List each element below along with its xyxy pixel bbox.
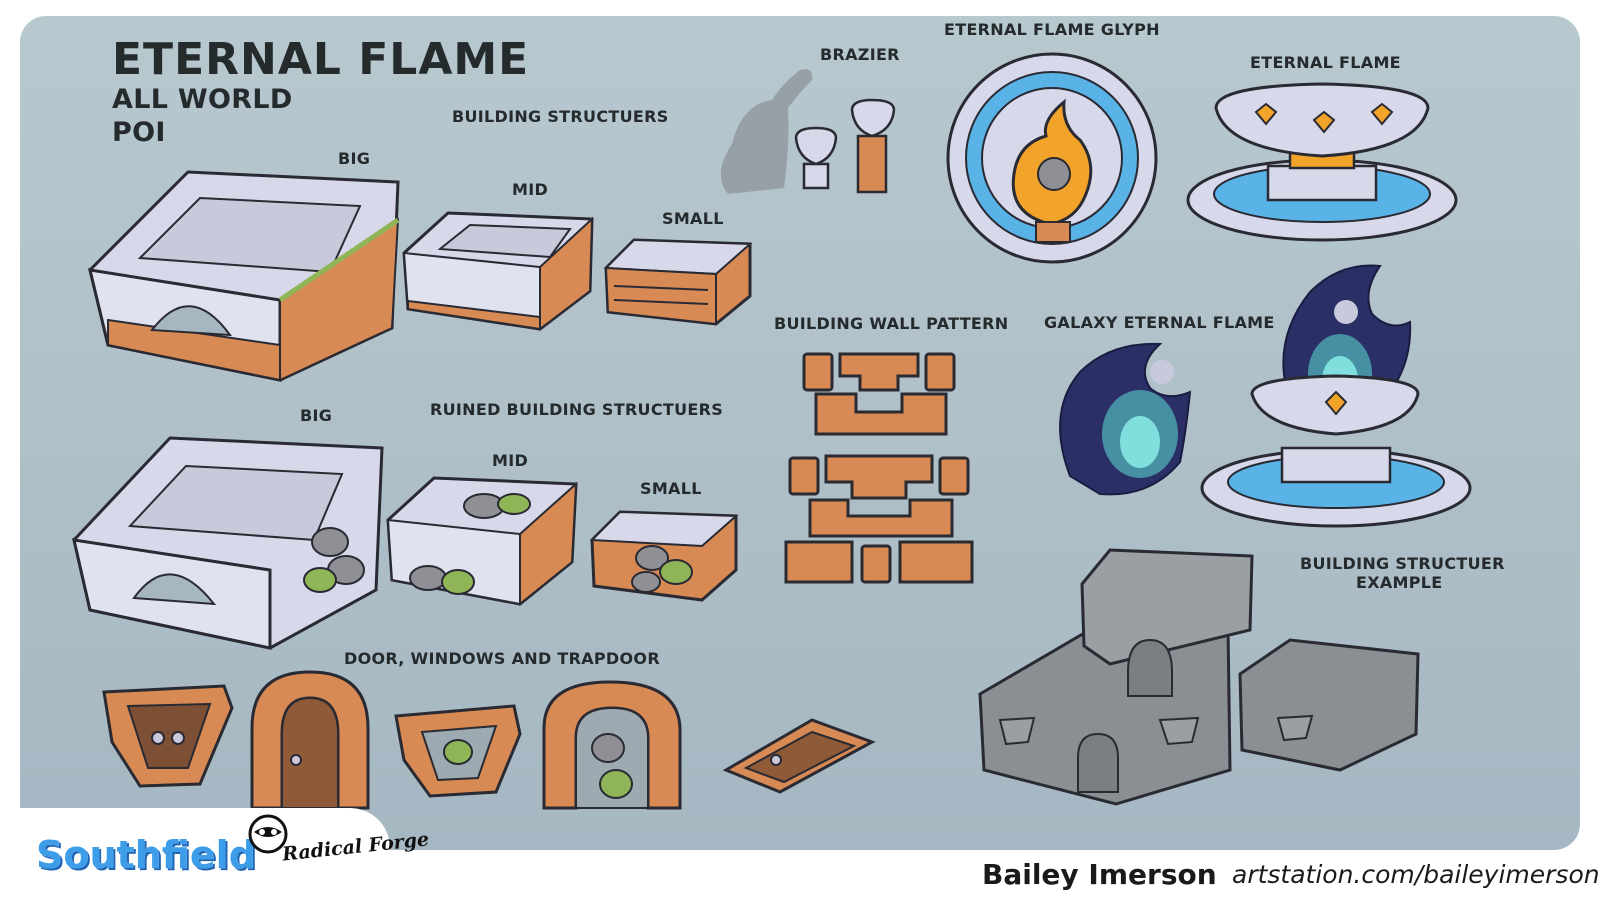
label-example-1: BUILDING STRUCTUER bbox=[1300, 554, 1505, 573]
label-small-2: SMALL bbox=[640, 479, 702, 498]
ruined-big-illustration bbox=[72, 436, 384, 650]
label-wall-pattern: BUILDING WALL PATTERN bbox=[774, 314, 1009, 333]
brazier-illustration bbox=[720, 69, 896, 194]
label-small-1: SMALL bbox=[662, 209, 724, 228]
label-eternal-flame: ETERNAL FLAME bbox=[1250, 53, 1401, 72]
label-doors: DOOR, WINDOWS AND TRAPDOOR bbox=[344, 649, 660, 668]
mid-building-illustration bbox=[402, 211, 594, 332]
building-wall-pattern-illustration bbox=[784, 352, 974, 584]
building-structure-example-illustration bbox=[978, 548, 1420, 806]
label-building-structures: BUILDING STRUCTUERS bbox=[452, 107, 669, 126]
subtitle-line-2: POI bbox=[112, 117, 166, 148]
label-mid-2: MID bbox=[492, 451, 529, 470]
label-galaxy-flame: GALAXY ETERNAL FLAME bbox=[1044, 313, 1275, 332]
label-mid-1: MID bbox=[512, 180, 549, 199]
small-building-illustration bbox=[603, 238, 753, 326]
sheet-title: ETERNAL FLAME bbox=[112, 34, 530, 85]
eternal-flame-fountain-illustration bbox=[1186, 82, 1458, 242]
artstation-link[interactable]: artstation.com/baileyimerson bbox=[1232, 860, 1600, 889]
eternal-flame-glyph-illustration bbox=[946, 52, 1158, 264]
subtitle-line-1: ALL WORLD bbox=[112, 84, 293, 115]
label-big-2: BIG bbox=[300, 406, 333, 425]
radical-forge-raccoon-icon bbox=[248, 814, 288, 854]
ruined-mid-illustration bbox=[386, 476, 578, 607]
author-name: Bailey Imerson bbox=[982, 858, 1217, 891]
footer-logo-area bbox=[0, 808, 390, 900]
big-building-illustration bbox=[88, 170, 400, 382]
label-glyph: ETERNAL FLAME GLYPH bbox=[944, 20, 1160, 39]
galaxy-eternal-flame-illustration bbox=[1059, 264, 1472, 528]
door-window-trapdoor-illustration bbox=[102, 670, 876, 810]
southfield-logo: Southfield bbox=[36, 833, 256, 877]
label-example-2: EXAMPLE bbox=[1356, 573, 1443, 592]
label-brazier: BRAZIER bbox=[820, 45, 900, 64]
label-big-1: BIG bbox=[338, 149, 371, 168]
label-ruined-structures: RUINED BUILDING STRUCTUERS bbox=[430, 400, 724, 419]
ruined-small-illustration bbox=[589, 510, 739, 602]
